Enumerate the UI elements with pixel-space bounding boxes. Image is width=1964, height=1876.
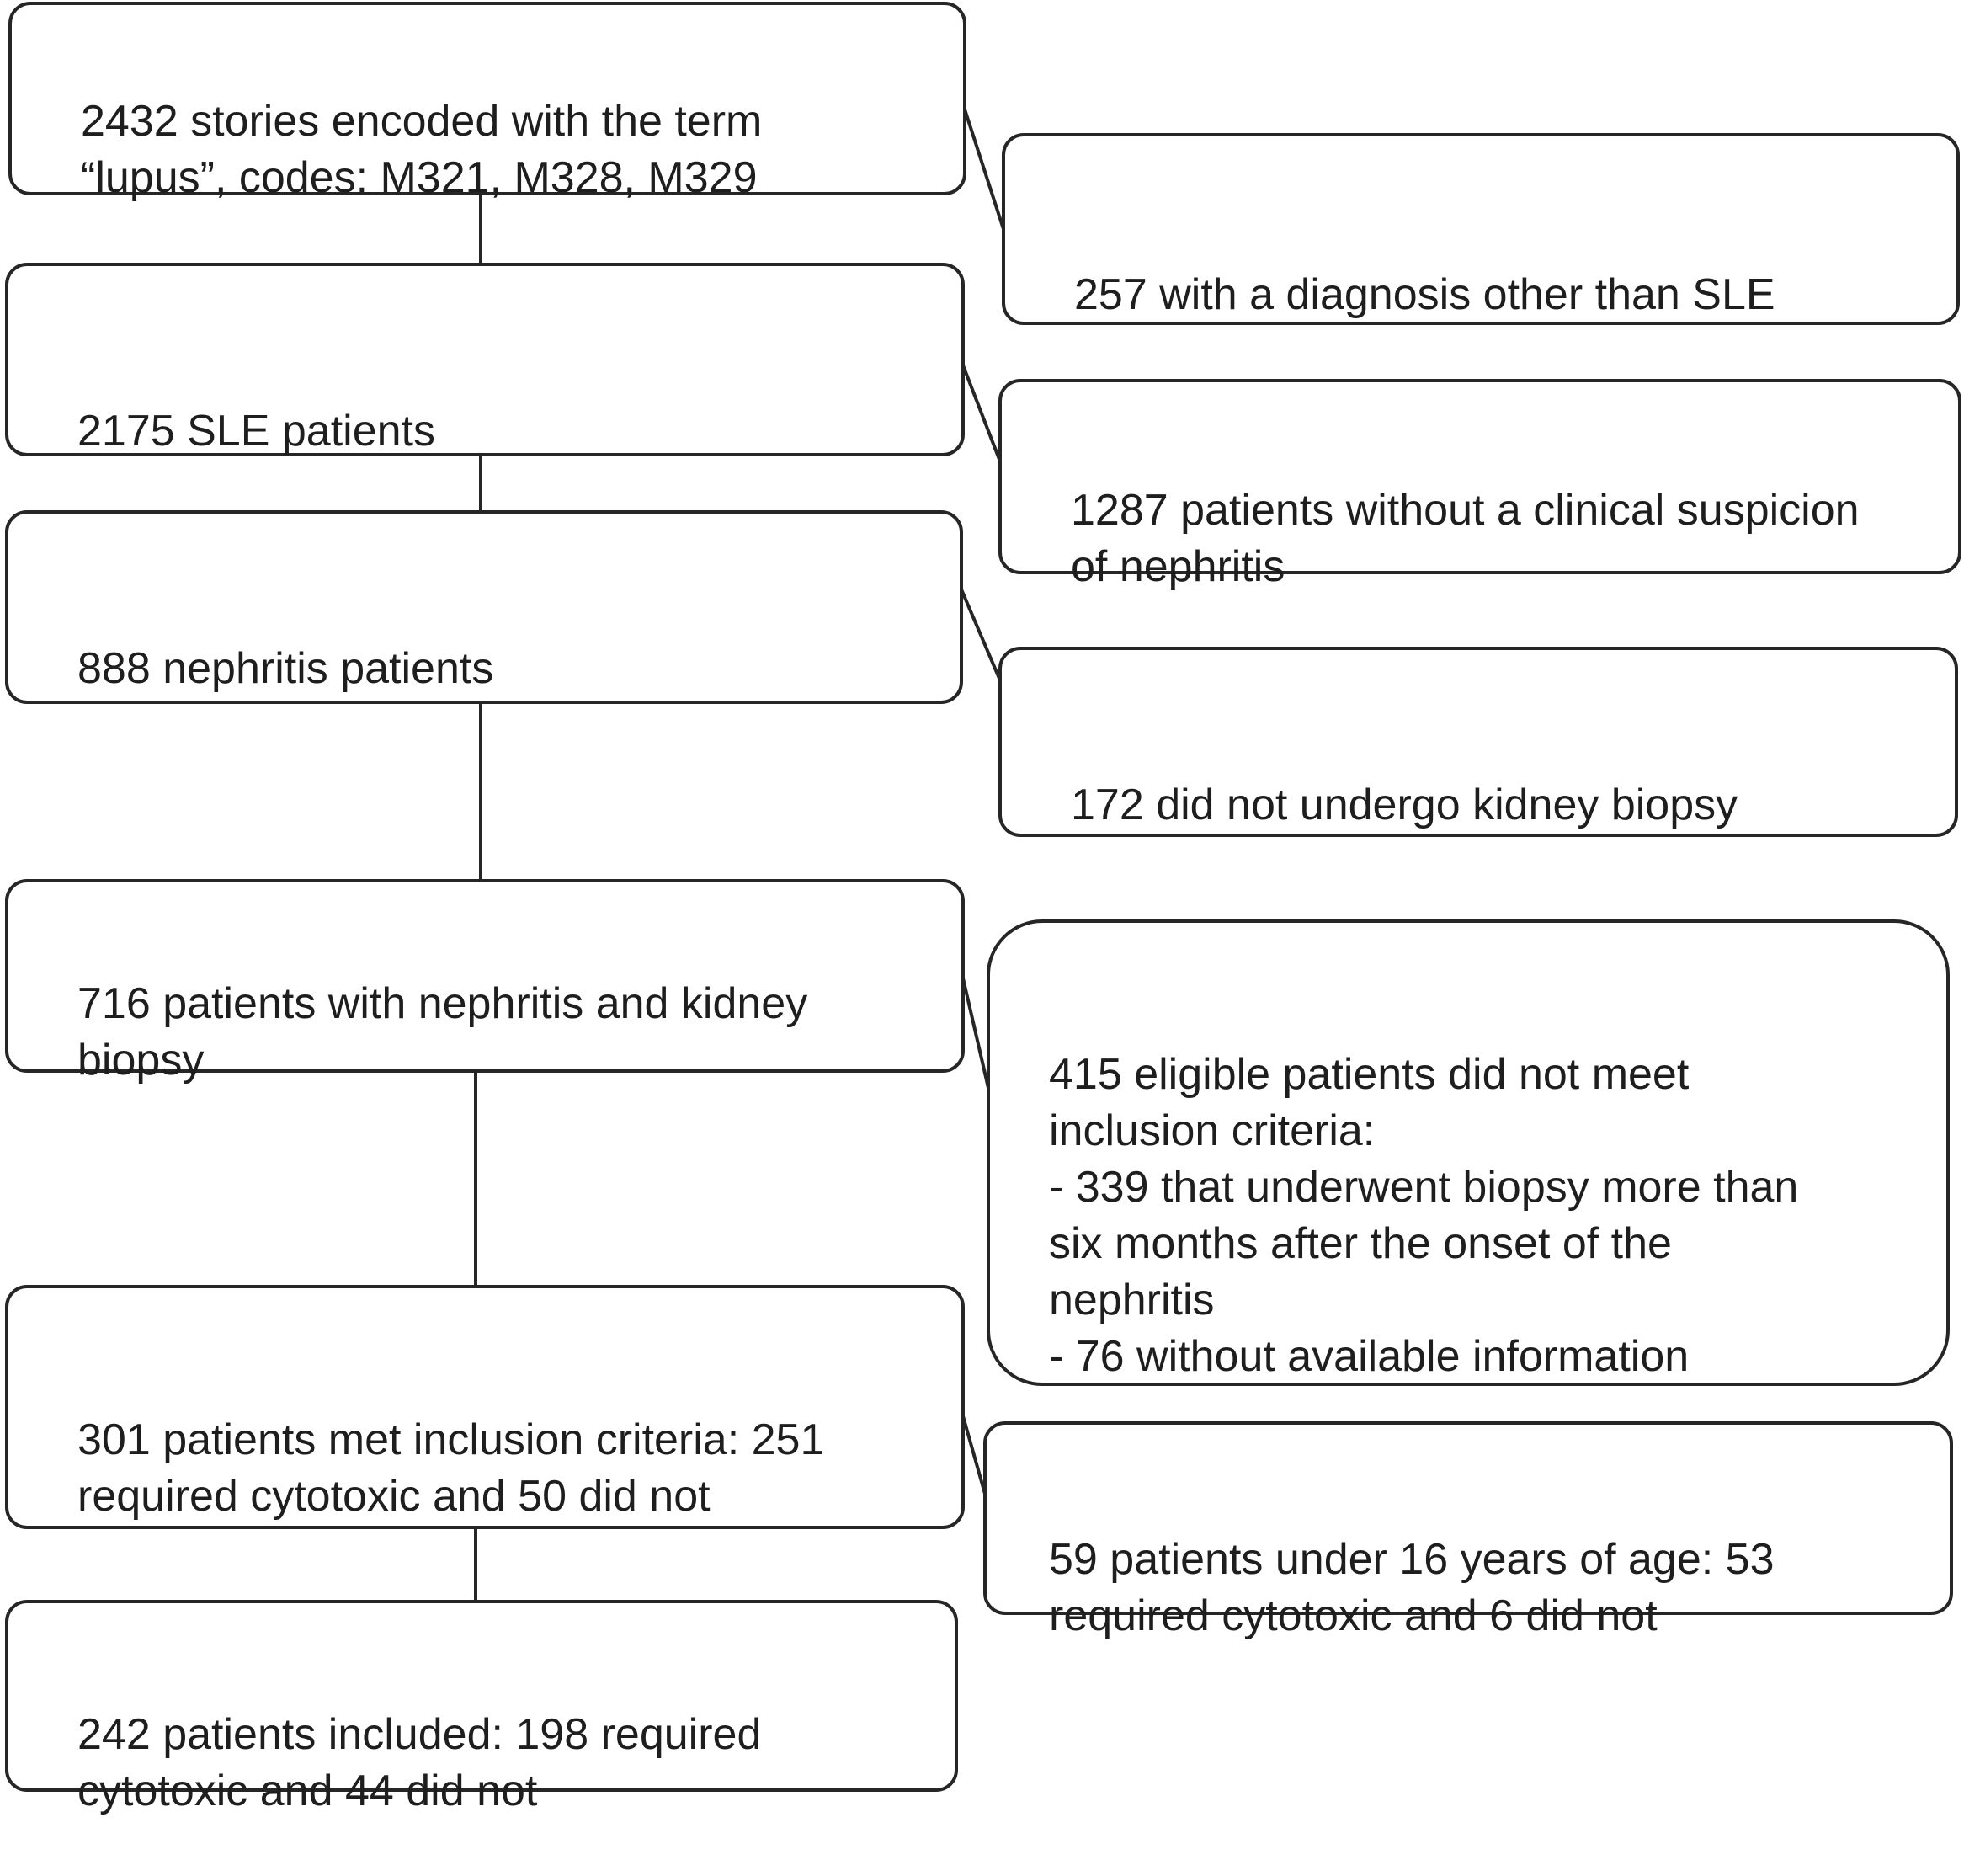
step-box-included: 242 patients included: 198 required cyto… <box>5 1600 958 1815</box>
step-box-nephritis-biopsy: 716 patients with nephritis and kidney b… <box>5 879 965 1085</box>
step-text-met-inclusion: 301 patients met inclusion criteria: 251… <box>77 1415 825 1521</box>
flow-connectors <box>474 109 1005 1600</box>
connector-step5-exclusion5 <box>961 1415 987 1495</box>
connector-step4-exclusion4 <box>961 978 990 1089</box>
step-text-included: 242 patients included: 198 required cyto… <box>77 1710 762 1815</box>
step-text-sle-patients: 2175 SLE patients <box>77 407 435 456</box>
step-text-nephritis-patients: 888 nephritis patients <box>77 644 494 693</box>
exclusion-box-not-meet-criteria: 415 eligible patients did not meet inclu… <box>987 919 1950 1386</box>
exclusion-text-no-biopsy: 172 did not undergo kidney biopsy <box>1071 781 1738 829</box>
exclusion-box-other-diagnosis: 257 with a diagnosis other than SLE <box>1002 133 1960 325</box>
step-box-met-inclusion: 301 patients met inclusion criteria: 251… <box>5 1285 965 1529</box>
connector-step2-exclusion2 <box>961 365 1002 462</box>
step-box-sle-patients: 2175 SLE patients <box>5 263 965 456</box>
exclusion-box-no-biopsy: 172 did not undergo kidney biopsy <box>998 647 1958 837</box>
step-text-nephritis-biopsy: 716 patients with nephritis and kidney b… <box>77 979 808 1085</box>
exclusion-box-under-16: 59 patients under 16 years of age: 53 re… <box>983 1421 1953 1640</box>
connector-step1-exclusion1 <box>963 109 1005 230</box>
exclusion-text-under-16: 59 patients under 16 years of age: 53 re… <box>1049 1535 1775 1640</box>
step-text-stories: 2432 stories encoded with the term “lupu… <box>81 97 763 202</box>
exclusion-text-other-diagnosis: 257 with a diagnosis other than SLE <box>1074 270 1775 319</box>
step-box-nephritis-patients: 888 nephritis patients <box>5 510 963 704</box>
step-box-stories: 2432 stories encoded with the term “lupu… <box>8 2 966 202</box>
exclusion-box-no-suspicion: 1287 patients without a clinical suspici… <box>998 379 1961 591</box>
exclusion-text-not-meet-criteria: 415 eligible patients did not meet inclu… <box>1049 1050 1799 1381</box>
exclusion-text-no-suspicion: 1287 patients without a clinical suspici… <box>1071 486 1860 591</box>
connector-step3-exclusion3 <box>960 589 1002 681</box>
